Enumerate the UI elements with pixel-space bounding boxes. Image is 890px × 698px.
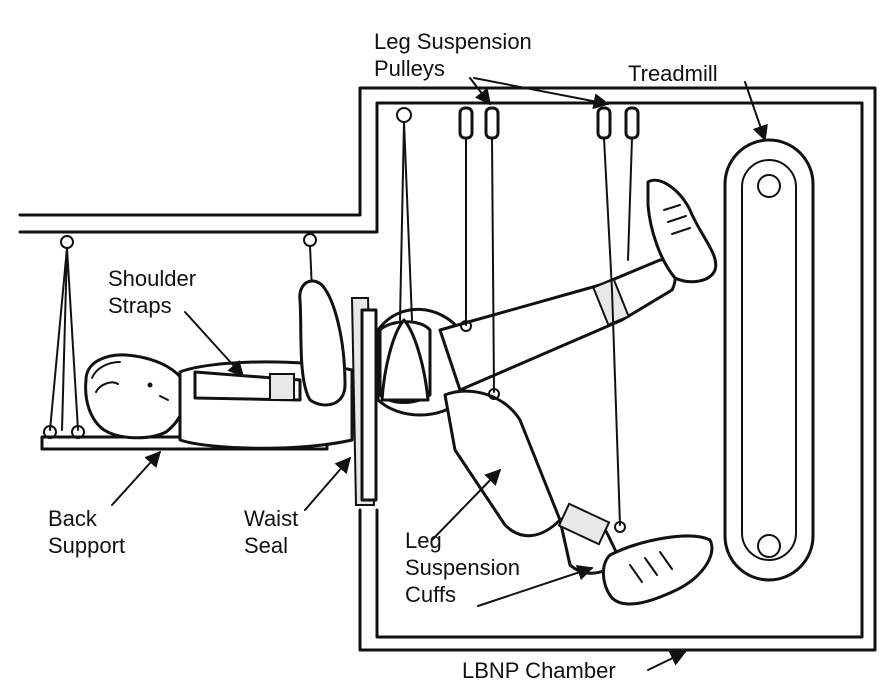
label-line: LBNP Chamber [462,658,616,683]
label-line: Back [48,506,97,531]
lower-leg [443,389,714,606]
label-treadmill: Treadmill [628,60,718,87]
label-lbnp-chamber: LBNP Chamber [462,657,616,684]
label-line: Shoulder [108,266,197,291]
label-line: Pulleys [374,56,445,81]
label-leg-suspension-pulleys: Leg Suspension Pulleys [374,28,532,82]
label-line: Cuffs [405,582,456,607]
upper-leg [438,178,718,392]
label-line: Seal [244,533,289,558]
label-line: Support [48,533,126,558]
label-waist-seal: Waist Seal [244,505,298,559]
label-line: Leg [405,528,442,553]
label-line: Straps [108,293,172,318]
label-line: Treadmill [628,61,718,86]
leader-arrows [111,77,768,671]
lbnp-chamber [18,86,877,652]
label-back-support: Back Support [48,505,125,559]
label-leg-suspension-cuffs: Leg Suspension Cuffs [405,527,520,608]
label-shoulder-straps: Shoulder Straps [108,265,196,319]
label-line: Leg Suspension [374,29,532,54]
waist-seal [350,297,378,506]
treadmill [723,138,815,582]
label-line: Suspension [405,555,520,580]
label-line: Waist [244,506,299,531]
suspension-cables [380,106,640,533]
